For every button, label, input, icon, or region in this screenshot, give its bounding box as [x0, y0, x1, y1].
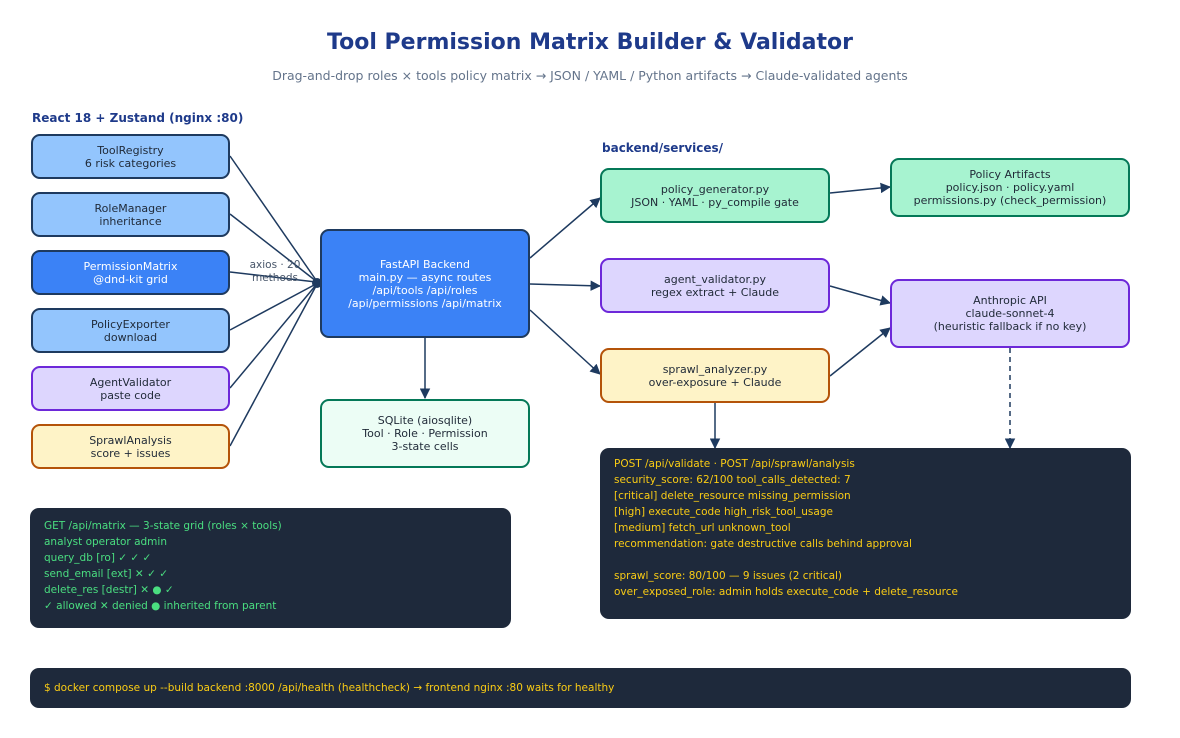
component-name: SprawlAnalysis — [89, 433, 172, 447]
page-subtitle: Drag-and-drop roles × tools policy matri… — [272, 68, 908, 83]
sprawlanalysis-box: SprawlAnalysis score + issues — [31, 424, 230, 469]
validate-panel-line: [high] execute_code high_risk_tool_usage — [614, 506, 833, 518]
anthropic-title: Anthropic API — [973, 294, 1047, 307]
arrow-backend-policy-generator — [529, 197, 601, 259]
service-title: sprawl_analyzer.py — [662, 362, 768, 376]
validate-panel-line — [614, 552, 1117, 568]
service-title: agent_validator.py — [664, 272, 766, 286]
component-name: PermissionMatrix — [83, 259, 178, 273]
matrix-panel-line: delete_res [destr] ✕ ● ✓ — [44, 584, 174, 596]
validate-panel-line: over_exposed_role: admin holds execute_c… — [614, 586, 958, 598]
matrix-panel-line: analyst operator admin — [44, 536, 167, 548]
axios-label-line2: methods — [251, 272, 299, 284]
sqlite-box: SQLite (aiosqlite) Tool · Role · Permiss… — [320, 399, 530, 468]
component-detail: paste code — [100, 388, 161, 402]
artifacts-line: policy.json · policy.yaml — [945, 181, 1075, 194]
backend-line: main.py — async routes — [358, 270, 492, 284]
component-detail: download — [103, 330, 158, 344]
component-name: AgentValidator — [89, 375, 172, 389]
axios-connection-label: axios · 20 methods — [244, 259, 306, 285]
validate-panel-line: [medium] fetch_url unknown_tool — [614, 522, 791, 534]
arrow-agentvalidator-backend — [229, 284, 317, 389]
policyexporter-box: PolicyExporter download — [31, 308, 230, 353]
arrow-agent-validator-anthropic — [829, 285, 892, 306]
artifacts-line: permissions.py (check_permission) — [913, 194, 1107, 207]
rolemanager-box: RoleManager inheritance — [31, 192, 230, 237]
anthropic-api-box: Anthropic API claude-sonnet-4 (heuristic… — [890, 279, 1130, 348]
component-detail: @dnd-kit grid — [93, 272, 168, 286]
component-name: PolicyExporter — [91, 317, 170, 331]
sprawl-analyzer-box: sprawl_analyzer.py over-exposure + Claud… — [600, 348, 830, 403]
matrix-terminal-panel: GET /api/matrix — 3-state grid (roles × … — [30, 508, 511, 628]
validate-terminal-panel: POST /api/validate · POST /api/sprawl/an… — [600, 448, 1131, 619]
service-detail: regex extract + Claude — [650, 285, 780, 299]
policy-artifacts-box: Policy Artifacts policy.json · policy.ya… — [890, 158, 1130, 217]
matrix-panel-header: GET /api/matrix — 3-state grid (roles × … — [44, 520, 282, 532]
component-name: ToolRegistry — [97, 143, 164, 157]
component-name: RoleManager — [94, 201, 167, 215]
toolregistry-box: ToolRegistry 6 risk categories — [31, 134, 230, 179]
permissionmatrix-box: PermissionMatrix @dnd-kit grid — [31, 250, 230, 295]
matrix-panel-line: query_db [ro] ✓ ✓ ✓ — [44, 552, 152, 564]
docker-command: $ docker compose up --build backend :800… — [44, 682, 615, 694]
service-title: policy_generator.py — [660, 182, 770, 196]
database-line: Tool · Role · Permission — [362, 427, 488, 440]
fastapi-backend-box: FastAPI Backend main.py — async routes /… — [320, 229, 530, 338]
arrow-policyexporter-backend — [229, 283, 317, 331]
connection-hub — [312, 278, 322, 288]
anthropic-line: (heuristic fallback if no key) — [933, 320, 1087, 333]
backend-line: /api/tools /api/roles — [372, 283, 478, 297]
arrow-toolregistry-backend — [229, 155, 317, 281]
axios-label-line1: axios · 20 — [249, 259, 301, 271]
validate-panel-line: recommendation: gate destructive calls b… — [614, 538, 912, 550]
arrow-backend-agent-validator — [529, 280, 602, 291]
policy-generator-box: policy_generator.py JSON · YAML · py_com… — [600, 168, 830, 223]
database-title: SQLite (aiosqlite) — [377, 414, 473, 427]
validate-panel-line: [critical] delete_resource missing_permi… — [614, 490, 851, 502]
arrow-sprawlanalysis-backend — [229, 285, 317, 447]
matrix-panel-line: send_email [ext] ✕ ✓ ✓ — [44, 568, 169, 580]
docker-command-bar: $ docker compose up --build backend :800… — [30, 668, 1131, 708]
component-detail: score + issues — [90, 446, 171, 460]
agentvalidator-box: AgentValidator paste code — [31, 366, 230, 411]
backend-line: /api/permissions /api/matrix — [348, 296, 502, 310]
service-detail: over-exposure + Claude — [648, 375, 782, 389]
arrow-sprawl-analyzer-anthropic — [829, 327, 891, 377]
validate-panel-header: POST /api/validate · POST /api/sprawl/an… — [614, 458, 855, 470]
services-section-label: backend/services/ — [602, 141, 724, 155]
arrow-permissionmatrix-backend — [229, 271, 317, 283]
agent-validator-box: agent_validator.py regex extract + Claud… — [600, 258, 830, 313]
validate-panel-line: security_score: 62/100 tool_calls_detect… — [614, 474, 851, 486]
component-detail: 6 risk categories — [84, 156, 177, 170]
artifacts-title: Policy Artifacts — [969, 168, 1051, 181]
matrix-panel-legend: ✓ allowed ✕ denied ● inherited from pare… — [44, 600, 277, 612]
validate-panel-line: sprawl_score: 80/100 — 9 issues (2 criti… — [614, 570, 843, 582]
arrow-rolemanager-backend — [229, 213, 317, 282]
database-line: 3-state cells — [391, 440, 459, 453]
backend-title: FastAPI Backend — [379, 257, 471, 271]
arrow-backend-sprawl-analyzer — [529, 309, 601, 375]
arrow-policy-generator-artifacts — [829, 182, 892, 194]
anthropic-line: claude-sonnet-4 — [965, 307, 1055, 320]
page-title: Tool Permission Matrix Builder & Validat… — [327, 30, 853, 55]
service-detail: JSON · YAML · py_compile gate — [631, 195, 799, 209]
component-detail: inheritance — [99, 214, 162, 228]
frontend-section-label: React 18 + Zustand (nginx :80) — [32, 111, 244, 125]
